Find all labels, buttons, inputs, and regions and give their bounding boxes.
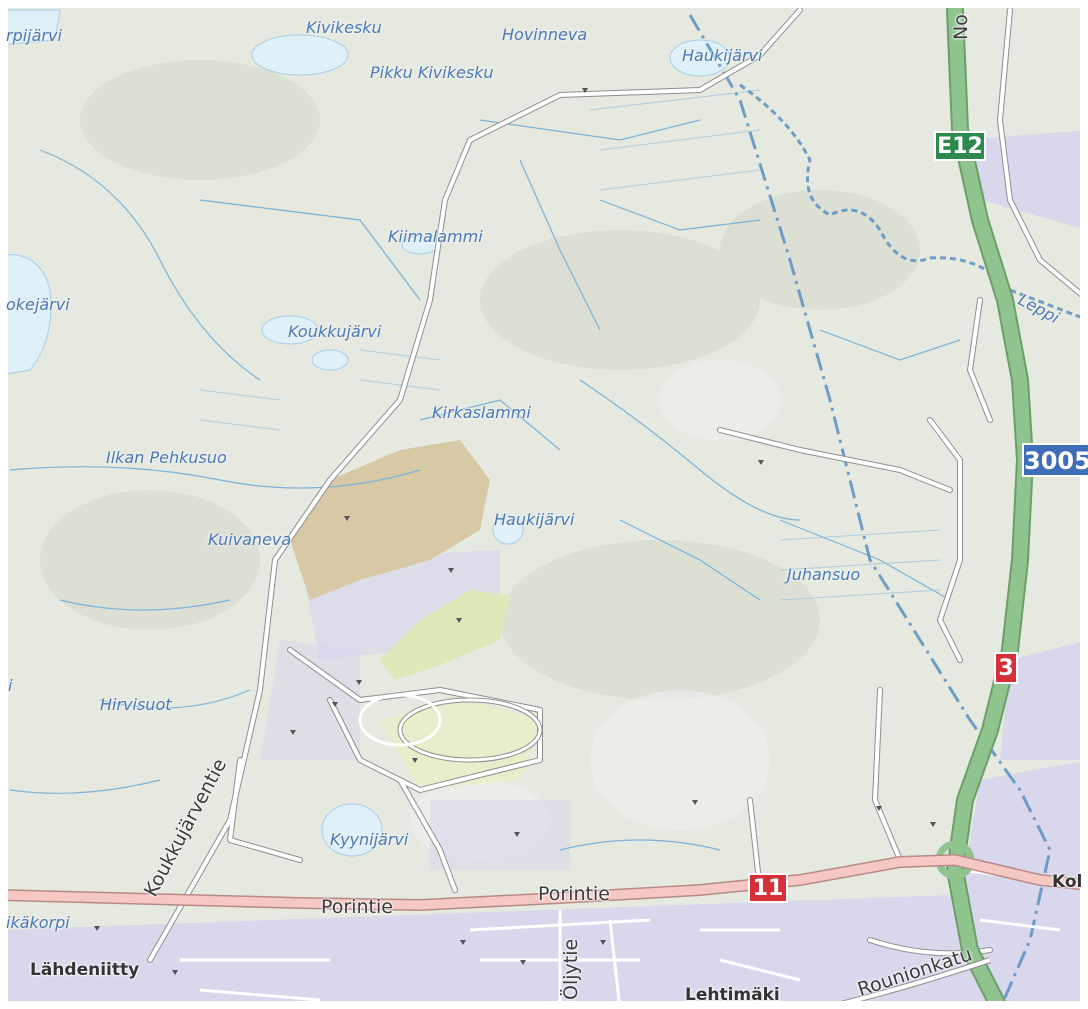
label-kakorpi: ikäkorpi [6, 913, 70, 932]
label-edge-i: i [8, 676, 13, 695]
route-shield-e12: E12 [934, 131, 986, 161]
label-hirvisuot: Hirvisuot [100, 695, 172, 714]
label-kirkaslammi: Kirkaslammi [432, 403, 531, 422]
label-juhansuo: Juhansuo [787, 565, 861, 584]
label-okejarvi: okejärvi [6, 295, 70, 314]
label-kuivaneva: Kuivaneva [208, 530, 292, 549]
label-orpijarvi: rpijärvi [6, 26, 62, 45]
label-koukkujarvi: Koukkujärvi [288, 322, 382, 341]
place-lehtimaki: Lehtimäki [685, 985, 780, 1005]
road-label-porintie-east: Porintie [538, 883, 610, 905]
road-label-oljytie: Öljytie [560, 938, 582, 1000]
route-shield-3005: 3005 [1022, 443, 1088, 477]
place-kol: Kol [1052, 872, 1083, 892]
label-kyynijarvi: Kyynijärvi [330, 830, 409, 849]
road-label-porintie-west: Porintie [321, 896, 393, 918]
boundary-river [739, 83, 1088, 322]
label-hovinneva: Hovinneva [502, 25, 588, 44]
lakes [0, 9, 731, 857]
place-lahdeniitty: Lähdeniitty [30, 960, 140, 980]
minor-roads [147, 7, 1088, 963]
road-label-no: No [950, 14, 972, 40]
label-pikku-kivikesku: Pikku Kivikesku [370, 63, 494, 82]
label-kiimalammi: Kiimalammi [388, 227, 483, 246]
route-shield-3: 3 [994, 652, 1018, 684]
terrain-markers [94, 88, 936, 975]
label-kivikesku: Kivikesku [306, 18, 382, 37]
label-haukijarvi-north: Haukijärvi [682, 46, 763, 65]
streams [9, 119, 961, 851]
label-ilkan-pehkusuo: Ilkan Pehkusuo [106, 448, 227, 467]
field-area [380, 590, 510, 680]
label-haukijarvi-south: Haukijärvi [494, 510, 575, 529]
route-shield-11: 11 [748, 873, 788, 903]
gravel-pit [290, 440, 490, 600]
